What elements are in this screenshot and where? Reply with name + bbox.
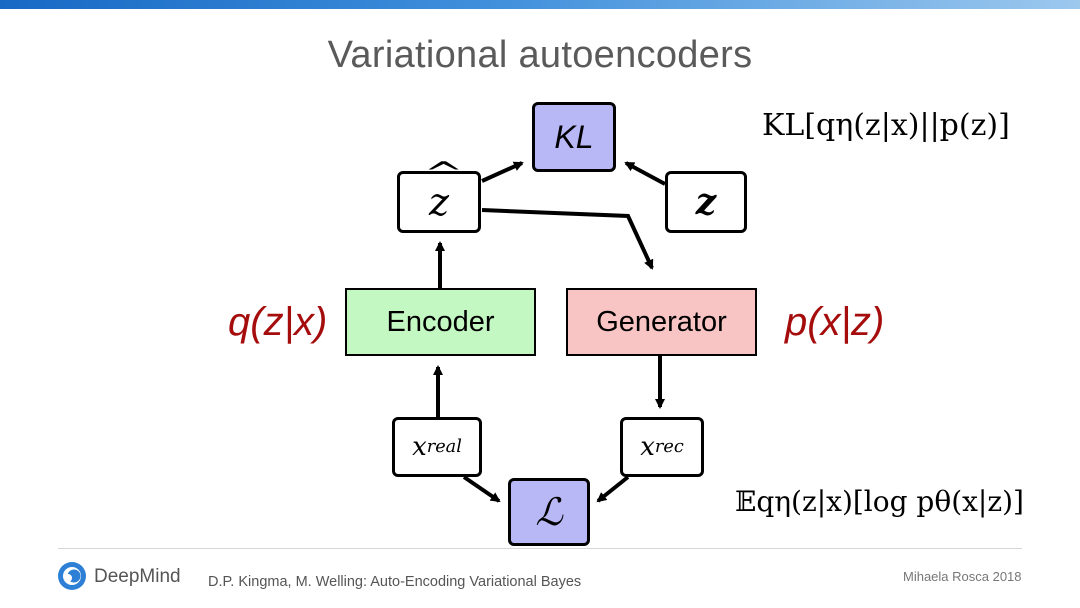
kl-formula: KL[qη(z|x)||p(z)] <box>762 108 1010 143</box>
loss-label: ℒ <box>535 490 563 534</box>
encoder-distribution-label: q(z|x) <box>228 300 328 344</box>
expectation-formula: 𝔼qη(z|x)[log pθ(x|z)] <box>735 485 1024 518</box>
z-prior-node: z <box>665 171 747 233</box>
header-bar <box>0 0 1080 9</box>
encoder-label: Encoder <box>386 305 495 338</box>
citation: D.P. Kingma, M. Welling: Auto-Encoding V… <box>208 574 582 590</box>
z-hat-label: z <box>429 180 449 224</box>
generator-node: Generator <box>566 288 757 356</box>
arrow-zhat-to-generator <box>481 208 654 270</box>
author-credit: Mihaela Rosca 2018 <box>903 569 1022 584</box>
generator-label: Generator <box>596 305 727 338</box>
arrow-xreal-to-loss <box>462 475 501 503</box>
arrow-z-to-kl <box>624 161 666 186</box>
kl-node: KL <box>532 102 616 172</box>
loss-node: ℒ <box>508 478 590 546</box>
deepmind-logo-icon <box>58 562 86 590</box>
slide-title: Variational autoencoders <box>327 34 753 76</box>
generator-distribution-label: p(x|z) <box>785 300 885 344</box>
x-real-subscript: real <box>426 437 462 457</box>
z-prior-label: z <box>695 181 717 223</box>
footer-divider <box>58 548 1022 549</box>
x-real-label: x <box>412 432 427 462</box>
brand-name: DeepMind <box>94 566 181 587</box>
arrow-zhat-to-kl <box>481 161 524 183</box>
z-hat-node: z <box>397 171 481 233</box>
x-rec-label: x <box>640 432 655 462</box>
arrow-xrec-to-loss <box>596 475 630 503</box>
kl-node-label: KL <box>554 118 594 155</box>
encoder-node: Encoder <box>345 288 536 356</box>
x-rec-subscript: rec <box>654 437 684 457</box>
